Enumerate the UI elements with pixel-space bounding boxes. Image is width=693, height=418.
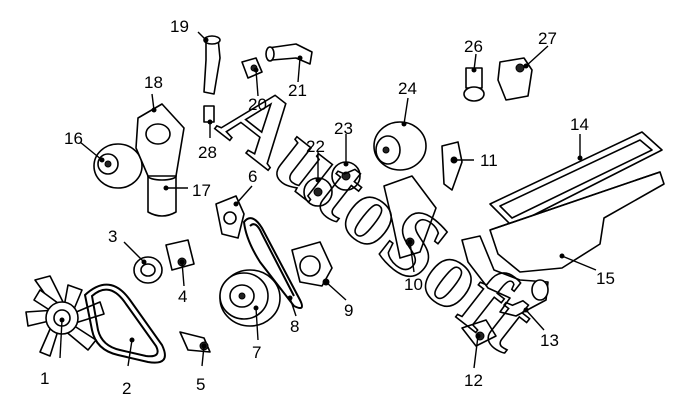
part-17-sleeve bbox=[147, 171, 177, 217]
part-15-oil-pan bbox=[489, 171, 665, 273]
part-11-strap bbox=[441, 141, 463, 191]
callout-9: 9 bbox=[344, 301, 353, 320]
callout-5: 5 bbox=[196, 375, 205, 394]
callout-6: 6 bbox=[248, 167, 257, 186]
part-16-water-pump bbox=[93, 143, 143, 189]
callout-22: 22 bbox=[306, 137, 325, 156]
callout-28: 28 bbox=[198, 143, 217, 162]
part-2-belt bbox=[83, 283, 166, 364]
callout-20: 20 bbox=[248, 95, 267, 114]
part-4-tensioner bbox=[165, 239, 195, 271]
callout-labels: 1 2 3 4 5 6 7 8 9 10 11 12 13 14 15 16 1… bbox=[40, 17, 615, 398]
part-9-tensioner-pulley bbox=[291, 241, 333, 287]
part-5-clamp bbox=[179, 331, 211, 353]
callout-7: 7 bbox=[252, 343, 261, 362]
part-28-fitting bbox=[203, 105, 215, 123]
part-3-pulley bbox=[133, 256, 163, 284]
callout-14: 14 bbox=[570, 115, 589, 134]
part-19-hose bbox=[203, 35, 221, 95]
leader-dots bbox=[59, 37, 583, 349]
part-21-bent-hose bbox=[265, 43, 313, 65]
callout-10: 10 bbox=[404, 275, 423, 294]
callout-11: 11 bbox=[480, 151, 498, 170]
part-2-belt-inner bbox=[90, 288, 159, 358]
part-26-sender bbox=[463, 67, 485, 102]
callout-3: 3 bbox=[108, 227, 117, 246]
callout-15: 15 bbox=[596, 269, 615, 288]
callout-21: 21 bbox=[288, 81, 307, 100]
callout-26: 26 bbox=[464, 37, 483, 56]
part-27-housing bbox=[497, 57, 533, 101]
callout-4: 4 bbox=[178, 287, 187, 306]
callout-23: 23 bbox=[334, 119, 353, 138]
part-1-fan bbox=[25, 275, 105, 357]
callout-18: 18 bbox=[144, 73, 163, 92]
callout-8: 8 bbox=[290, 317, 299, 336]
callout-2: 2 bbox=[122, 379, 131, 398]
callout-12: 12 bbox=[464, 371, 483, 390]
part-14-gasket bbox=[489, 131, 663, 227]
callout-17: 17 bbox=[192, 181, 211, 200]
callout-24: 24 bbox=[398, 79, 417, 98]
part-18-thermostat-housing bbox=[135, 103, 185, 177]
part-8-belt bbox=[242, 217, 303, 309]
part-8-belt-inner bbox=[249, 223, 295, 297]
callout-19: 19 bbox=[170, 17, 189, 36]
callout-27: 27 bbox=[538, 29, 557, 48]
part-13-pipe bbox=[461, 235, 549, 317]
part-6-idler bbox=[215, 195, 245, 239]
callout-16: 16 bbox=[64, 129, 83, 148]
part-7-crank-pulley bbox=[219, 269, 281, 327]
callout-13: 13 bbox=[540, 331, 559, 350]
part-24-alternator bbox=[373, 121, 427, 171]
part-10-bracket bbox=[383, 175, 437, 259]
callout-1: 1 bbox=[40, 369, 49, 388]
